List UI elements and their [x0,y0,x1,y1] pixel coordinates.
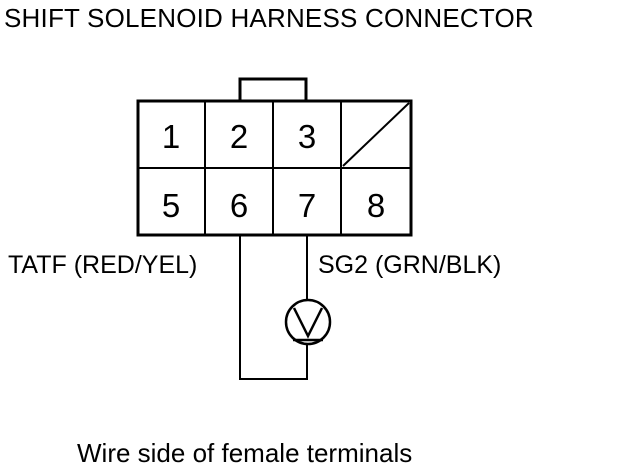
pin-3-label: 3 [298,118,316,155]
pin-6-label: 6 [230,187,248,224]
pin-5-label: 5 [162,187,180,224]
wire-label-tatf: TATF (RED/YEL) [8,251,198,279]
wire-label-sg2: SG2 (GRN/BLK) [318,251,502,279]
diagram-caption: Wire side of female terminals [77,438,413,468]
pin-8-label: 8 [367,187,385,224]
pin-1-label: 1 [162,118,180,155]
diagram-title: SHIFT SOLENOID HARNESS CONNECTOR [4,3,534,33]
test-lead-left [239,235,308,380]
connector-lock-tab [238,77,308,103]
empty-cavity-slash [342,102,410,167]
pin-2-label: 2 [230,118,248,155]
voltmeter-icon [284,298,332,346]
pin-7-label: 7 [298,187,316,224]
